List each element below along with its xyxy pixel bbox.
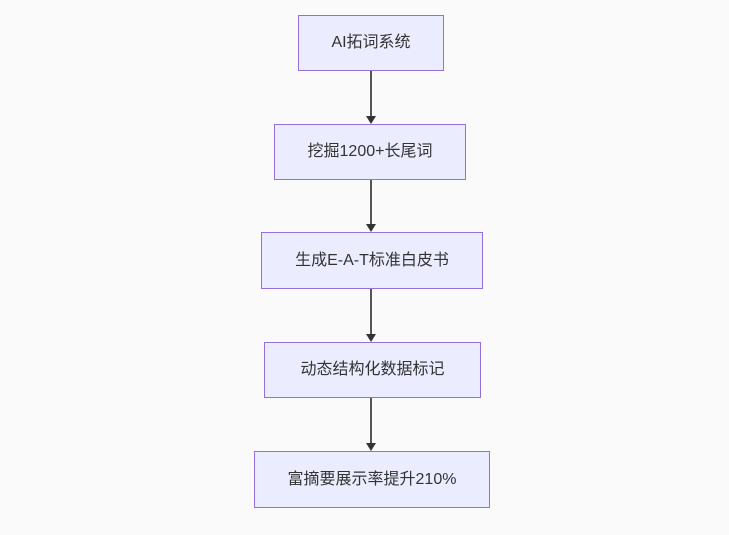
arrow-line — [370, 398, 372, 443]
flow-node-label: 富摘要展示率提升210% — [287, 470, 457, 488]
flow-node-label: 动态结构化数据标记 — [300, 361, 445, 379]
flow-node-label: 生成E-A-T标准白皮书 — [295, 251, 449, 269]
arrow-head-icon — [366, 116, 376, 124]
arrow-head-icon — [366, 224, 376, 232]
arrow-head-icon — [366, 443, 376, 451]
arrow-line — [370, 71, 372, 116]
flow-arrow-down — [365, 398, 377, 451]
flow-node-rich-snippet-result: 富摘要展示率提升210% — [254, 451, 490, 508]
arrow-head-icon — [366, 334, 376, 342]
arrow-line — [370, 289, 372, 334]
flow-node-longtail-mining: 挖掘1200+长尾词 — [274, 124, 466, 180]
flow-node-eat-whitepaper: 生成E-A-T标准白皮书 — [261, 232, 483, 289]
arrow-line — [370, 180, 372, 224]
flow-arrow-down — [365, 180, 377, 232]
flow-node-label: AI拓词系统 — [331, 34, 411, 52]
flow-node-ai-keyword-system: AI拓词系统 — [298, 15, 444, 71]
flow-arrow-down — [365, 289, 377, 342]
flow-node-label: 挖掘1200+长尾词 — [307, 143, 433, 161]
flow-node-structured-data-markup: 动态结构化数据标记 — [264, 342, 481, 398]
flow-arrow-down — [365, 71, 377, 124]
